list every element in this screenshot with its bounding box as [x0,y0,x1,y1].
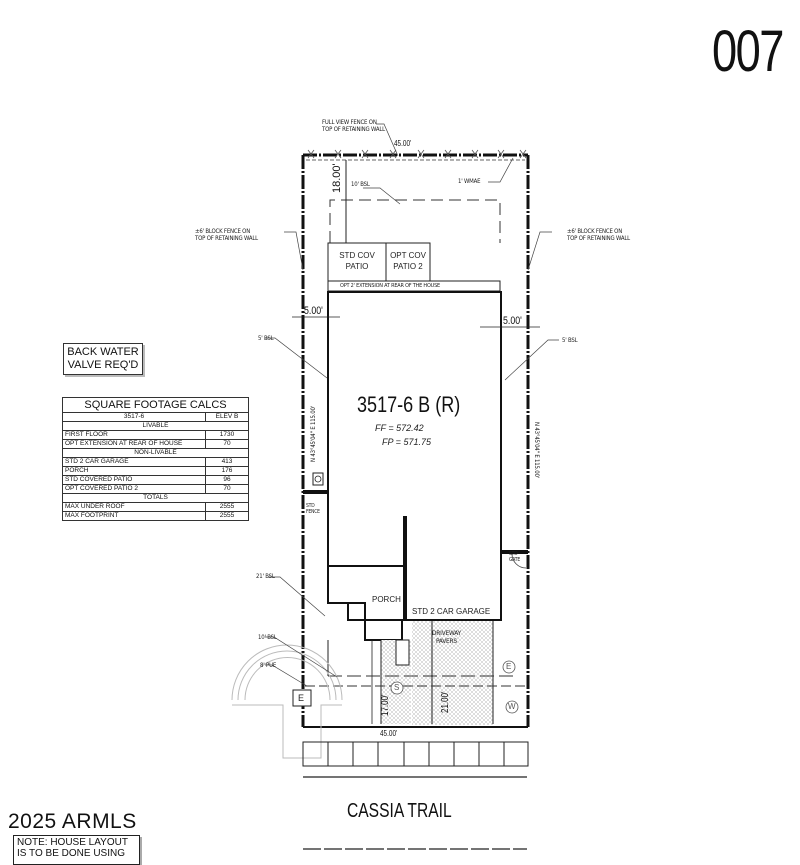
right-bsl-label: 5' BSL [562,337,578,344]
front-house-dim: 17.00' [380,694,391,716]
rear-fence-marks [307,149,527,159]
front-bsl-10-label: 10' BSL [258,634,277,641]
lot-boundary [301,153,530,728]
house-layout-note: NOTE: HOUSE LAYOUT IS TO BE DONE USING [13,835,140,865]
water-symbol: W [508,702,516,711]
right-fence-label: ±6' BLOCK FENCE ON TOP OF RETAINING WALL [567,228,630,242]
front-bsl-21-label: 21' BSL [256,573,275,580]
plan-number: 3517-6 [62,412,206,422]
section-header: TOTALS [62,493,249,503]
front-width-dim: 45.00' [380,729,398,738]
plan-title: 3517-6 B (R) [357,392,461,417]
electric-symbol: E [506,662,512,671]
rear-width-dim: 45.00' [394,139,412,148]
rear-setback-dim: 18.00' [331,163,343,193]
section-header: NON-LIVABLE [62,448,249,458]
back-water-valve-note: BACK WATER VALVE REQ'D [63,343,143,375]
porch-label: PORCH [372,595,401,604]
front-garage-dim: 21.00' [440,691,451,713]
finish-floor: FF = 572.42 [375,423,424,433]
wmae-label: 1' WMAE [458,178,481,185]
left-fence-label: ±6' BLOCK FENCE ON TOP OF RETAINING WALL [195,228,258,242]
left-bearing-label: N 43°45'04" E 115.00' [310,405,317,462]
sidewalk [302,741,529,767]
section-header: LIVABLE [62,421,249,431]
street-name: CASSIA TRAIL [347,800,452,822]
opt-extension-label: OPT 2' EXTENSION AT REAR OF THE HOUSE [340,283,440,289]
opt-cov-patio-2-label: OPT COV PATIO 2 [390,251,426,271]
armls-watermark: 2025 ARMLS [8,810,137,833]
rear-fence-label: FULL VIEW FENCE ON TOP OF RETAINING WALL [322,119,385,133]
garage-label: STD 2 CAR GARAGE [412,607,491,616]
std-gate-label: STD GATE [509,551,520,563]
sheet-number: 007 [712,19,784,84]
finish-pad: FP = 571.75 [382,437,431,447]
right-bearing-label: N 43°45'04" E 115.00' [533,422,540,479]
right-side-setback-dim: 5.00' [503,315,522,327]
driveway-label: DRIVEWAY PAVERS [432,629,461,645]
table-title: SQUARE FOOTAGE CALCS [62,397,249,413]
sewer-symbol: S [394,683,400,692]
box-symbol: E [298,693,305,703]
std-cov-patio-label: STD COV PATIO [339,251,375,271]
left-bsl-label: 5' BSL [258,335,274,342]
pue-label: 8' PUE [260,662,277,669]
left-side-setback-dim: 5.00' [304,305,323,317]
rear-bsl-label: 10' BSL [351,181,370,188]
std-fence-label: STD FENCE [306,503,320,515]
elevation: ELEV B [205,412,249,422]
